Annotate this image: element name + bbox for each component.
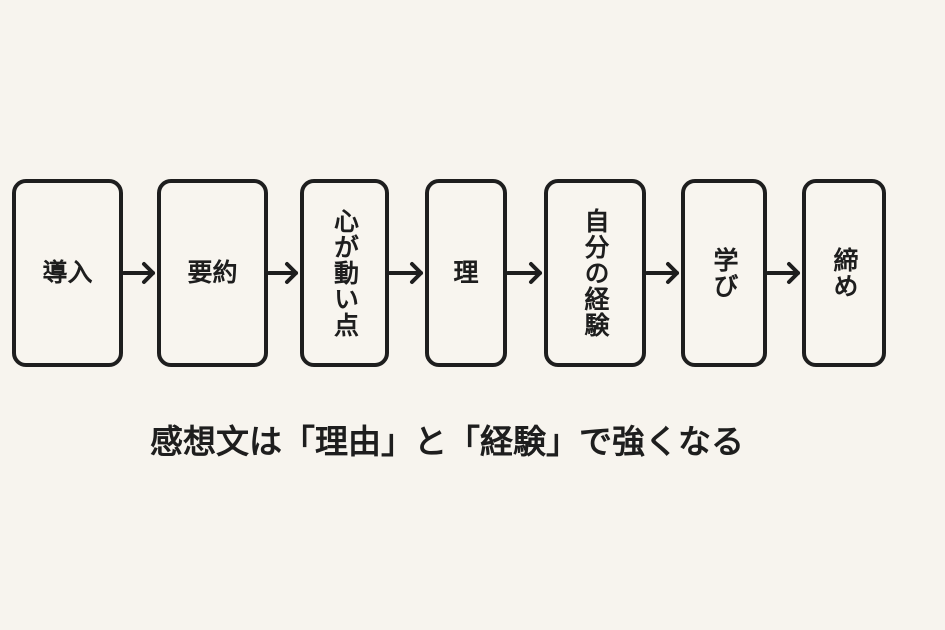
step-box-summary: 要約 xyxy=(157,179,268,367)
step-box-intro: 導入 xyxy=(12,179,123,367)
arrow-right-icon xyxy=(507,262,542,284)
step-box-learning: 学び xyxy=(681,179,767,367)
arrow-right-icon xyxy=(389,262,423,284)
step-label-reason: 理 xyxy=(453,258,479,287)
step-label-moving-point: 心が動い点 xyxy=(330,208,360,338)
arrow-right-icon xyxy=(123,262,155,284)
arrow-right-icon xyxy=(767,262,800,284)
arrow-right-icon xyxy=(268,262,298,284)
step-box-closing: 締め xyxy=(802,179,886,367)
step-box-own-experience: 自分の経験 xyxy=(544,179,646,367)
diagram-caption: 感想文は「理由」と「経験」で強くなる xyxy=(150,422,744,461)
arrow-right-icon xyxy=(646,262,679,284)
step-label-intro: 導入 xyxy=(42,258,93,287)
step-box-reason: 理 xyxy=(425,179,507,367)
step-label-learning: 学び xyxy=(710,247,739,299)
step-label-closing: 締め xyxy=(830,247,859,299)
step-label-own-experience: 自分の経験 xyxy=(581,208,610,338)
step-label-summary: 要約 xyxy=(187,258,238,287)
step-box-moving-point: 心が動い点 xyxy=(300,179,389,367)
